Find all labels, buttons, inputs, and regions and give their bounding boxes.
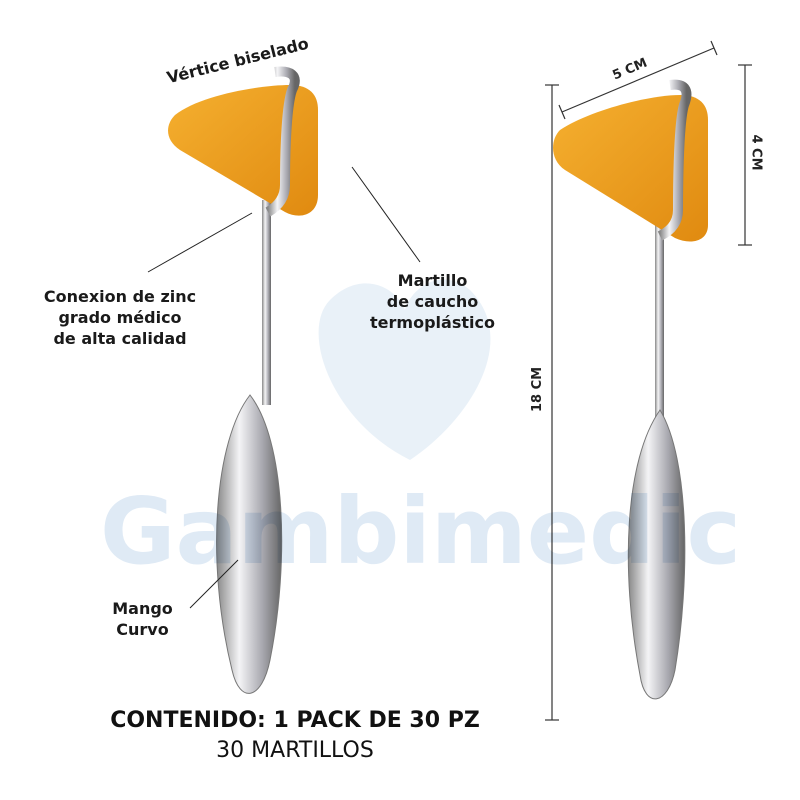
label-handle-line: Curvo: [116, 620, 169, 639]
dimension-length: 18 CM: [530, 366, 546, 413]
left-rubber-head: [168, 85, 318, 216]
left-handle: [216, 394, 283, 694]
footer-content: CONTENIDO: 1 PACK DE 30 PZ: [110, 708, 480, 733]
right-handle: [627, 409, 686, 700]
label-connection-line: de alta calidad: [53, 329, 187, 348]
dimension-lines: [545, 40, 752, 721]
label-handle-line: Mango: [112, 599, 173, 618]
label-hammer-line: termoplástico: [370, 313, 495, 332]
label-connection: Conexion de zinc grado médico de alta ca…: [30, 286, 210, 349]
dimension-height: 4 CM: [748, 134, 764, 171]
dimension-line-width: [561, 47, 715, 113]
label-connection-line: Conexion de zinc: [43, 287, 197, 306]
label-handle: Mango Curvo: [95, 598, 190, 640]
leader-line-connection: [147, 212, 253, 273]
footer-count: 30 MARTILLOS: [216, 738, 374, 763]
label-hammer: Martillo de caucho termoplástico: [350, 270, 515, 333]
leader-line-hammer: [351, 166, 421, 263]
watermark-text: Gambimedic: [100, 478, 742, 585]
right-hammer: [553, 79, 708, 700]
right-shaft: [655, 225, 664, 420]
leader-lines: [147, 166, 421, 609]
left-metal-band: [265, 66, 300, 217]
label-hammer-line: de caucho: [386, 292, 479, 311]
left-shaft: [262, 200, 271, 405]
left-hammer: [168, 66, 318, 694]
leader-line-handle: [189, 559, 239, 609]
label-connection-line: grado médico: [58, 308, 182, 327]
right-rubber-head: [553, 95, 708, 242]
right-metal-band: [657, 79, 692, 241]
label-hammer-line: Martillo: [397, 271, 468, 290]
